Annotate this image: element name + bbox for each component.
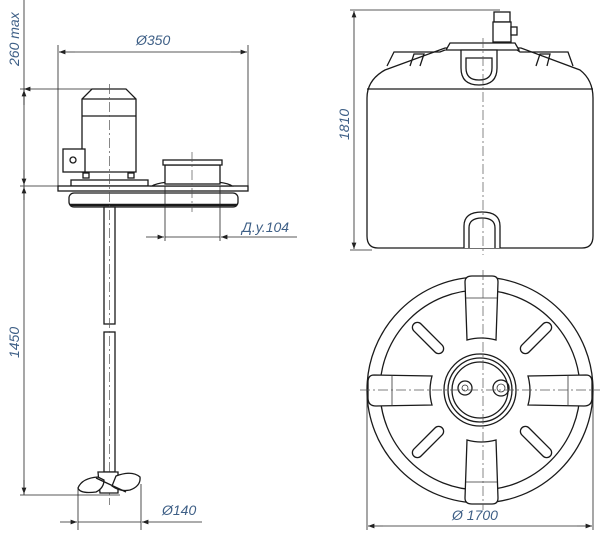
tank-lid [444,42,521,51]
top-view-handles [367,275,593,505]
dim-impeller-diameter: Ø140 [161,502,196,518]
bottom-handle [463,211,501,248]
dim-flange-diameter: Ø350 [135,32,170,48]
tank-top-view: Ø 1700 [360,270,600,530]
flange-disc [68,192,239,208]
tank-motor [492,11,518,43]
junction-box [62,148,86,173]
dim-nozzle: Д.у.104 [240,219,289,235]
nozzle [149,152,234,212]
dim-shaft-length: 1450 [6,327,22,358]
top-view-ribs [411,321,553,459]
tank-front-view: 1810 [336,9,594,255]
impeller [77,471,141,494]
dim-tank-height: 1810 [336,109,352,140]
dim-motor-height: 260 max [6,11,22,67]
motor [62,88,137,179]
dim-tank-diameter: Ø 1700 [451,507,498,523]
mixer-side-view: 260 max 1450 Ø350 [6,0,297,530]
mounting-flange [57,185,249,192]
tank-body [366,47,594,249]
top-handle [460,49,498,86]
